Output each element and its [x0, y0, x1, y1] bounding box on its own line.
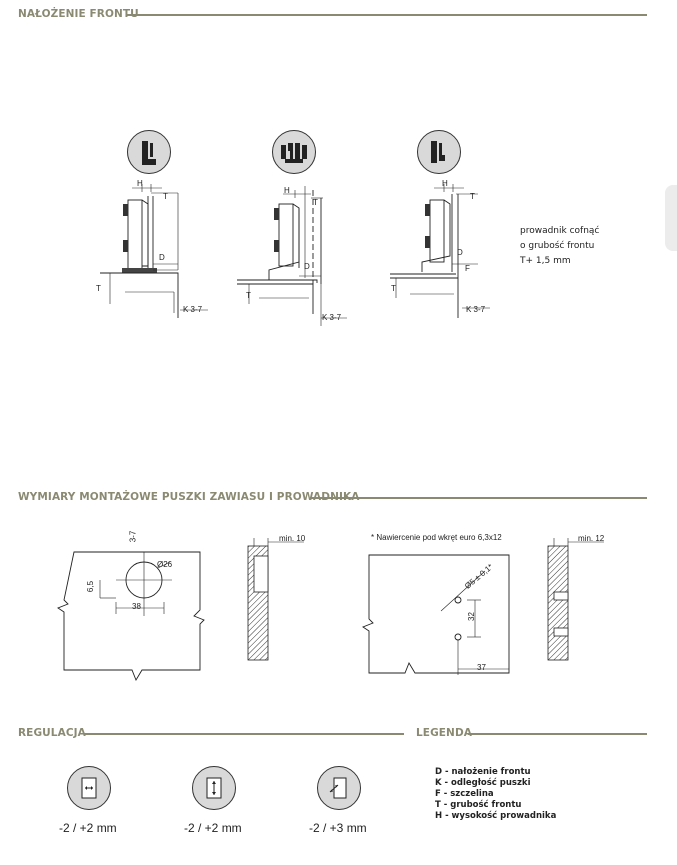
cup-section-view [247, 538, 304, 661]
hinge1-label-d: D [159, 253, 165, 262]
guide-note-line: prowadnik cofnąć [520, 226, 600, 236]
plate-note: * Nawiercenie pod wkręt euro 6,3x12 [371, 533, 502, 542]
section-rule [468, 733, 647, 735]
guide-note-line: o grubość frontu [520, 241, 595, 251]
legend-item: D - nałożenie frontu [435, 767, 531, 777]
hinge3-label-t-top: T [470, 192, 475, 201]
hinge3-label-f: F [465, 264, 470, 273]
mounting-plate-diagram [362, 554, 510, 675]
hinge-diagram-inset [390, 184, 490, 318]
section-rule [84, 733, 404, 735]
side-tab [665, 185, 677, 251]
legend-list: D - nałożenie frontu K - odległość puszk… [435, 767, 556, 822]
cup-drilling-diagram [57, 551, 205, 682]
hinge-diagram-full-overlay [100, 184, 208, 318]
hinge3-label-h: H [442, 179, 448, 188]
hinge2-label-k: K 3-7 [322, 313, 342, 322]
legend-item: H - wysokość prowadnika [435, 811, 557, 821]
vertical-adjust-icon [192, 766, 236, 810]
cup-dim-bottom: 38 [132, 602, 141, 611]
regulation-value-depth: -2 / +3 mm [309, 821, 367, 835]
hinge3-label-d: D [457, 248, 463, 257]
legend-item: T - grubość frontu [435, 800, 522, 810]
section-rule [310, 497, 647, 499]
legend-item: F - szczelina [435, 789, 494, 799]
section-title-legend: LEGENDA [416, 727, 472, 739]
cup-diameter: Ø26 [157, 560, 173, 569]
guide-note-line: T+ 1,5 mm [520, 256, 571, 266]
hinge2-label-d: D [304, 262, 310, 271]
hinge1-label-k: K 3-7 [183, 305, 203, 314]
section-title-mounting: WYMIARY MONTAŻOWE PUSZKI ZAWIASU I PROWA… [18, 491, 360, 503]
hinge1-label-t-side: T [96, 284, 101, 293]
cup-dim-top: 3-7 [128, 530, 138, 543]
hinge1-label-t-top: T [163, 192, 168, 201]
plate-dim-vert: 32 [466, 612, 476, 621]
depth-adjust-icon [317, 766, 361, 810]
regulation-value-vertical: -2 / +2 mm [184, 821, 242, 835]
plate-section-view [547, 538, 604, 661]
hinge2-label-h: H [284, 186, 290, 195]
section2-min: min. 12 [578, 534, 605, 543]
inset-icon [417, 130, 461, 174]
legend-item: K - odległość puszki [435, 778, 531, 788]
section-title-regulation: REGULACJA [18, 727, 86, 739]
horizontal-adjust-icon [67, 766, 111, 810]
hinge2-label-t-side: T [246, 291, 251, 300]
section-title-front-overlay: NAŁOŻENIE FRONTU [18, 8, 139, 20]
cup-dim-side: 6,5 [86, 580, 96, 593]
hinge-diagram-half-overlay [237, 186, 347, 326]
regulation-value-horizontal: -2 / +2 mm [59, 821, 117, 835]
hinge3-label-k: K 3-7 [466, 305, 486, 314]
section1-min: min. 10 [279, 534, 306, 543]
hinge3-label-t-side: T [391, 284, 396, 293]
full-overlay-icon [127, 130, 171, 174]
hinge1-label-h: H [137, 179, 143, 188]
plate-dim-bottom: 37 [477, 663, 486, 672]
hinge2-label-t-top: T [313, 198, 318, 207]
half-overlay-icon [272, 130, 316, 174]
section-rule [127, 14, 647, 16]
guide-note: prowadnik cofnąć o grubość frontu T+ 1,5… [520, 224, 599, 269]
